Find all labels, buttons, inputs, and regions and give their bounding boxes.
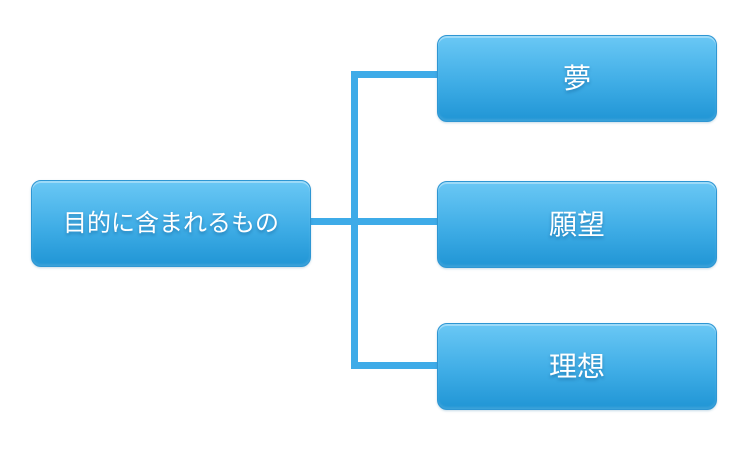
connector-root-to-trunk [311,218,438,225]
node-child-ideal-label: 理想 [548,350,605,382]
node-child-desire: 願望 [437,181,717,268]
node-child-dream-label: 夢 [562,62,591,94]
connector-trunk [351,71,358,369]
node-child-ideal: 理想 [437,323,717,410]
node-root: 目的に含まれるもの [31,180,311,267]
node-child-dream: 夢 [437,35,717,122]
connector-branch-top [351,71,438,78]
connector-branch-bottom [351,362,438,369]
node-child-desire-label: 願望 [548,208,605,240]
node-root-label: 目的に含まれるもの [63,209,279,237]
